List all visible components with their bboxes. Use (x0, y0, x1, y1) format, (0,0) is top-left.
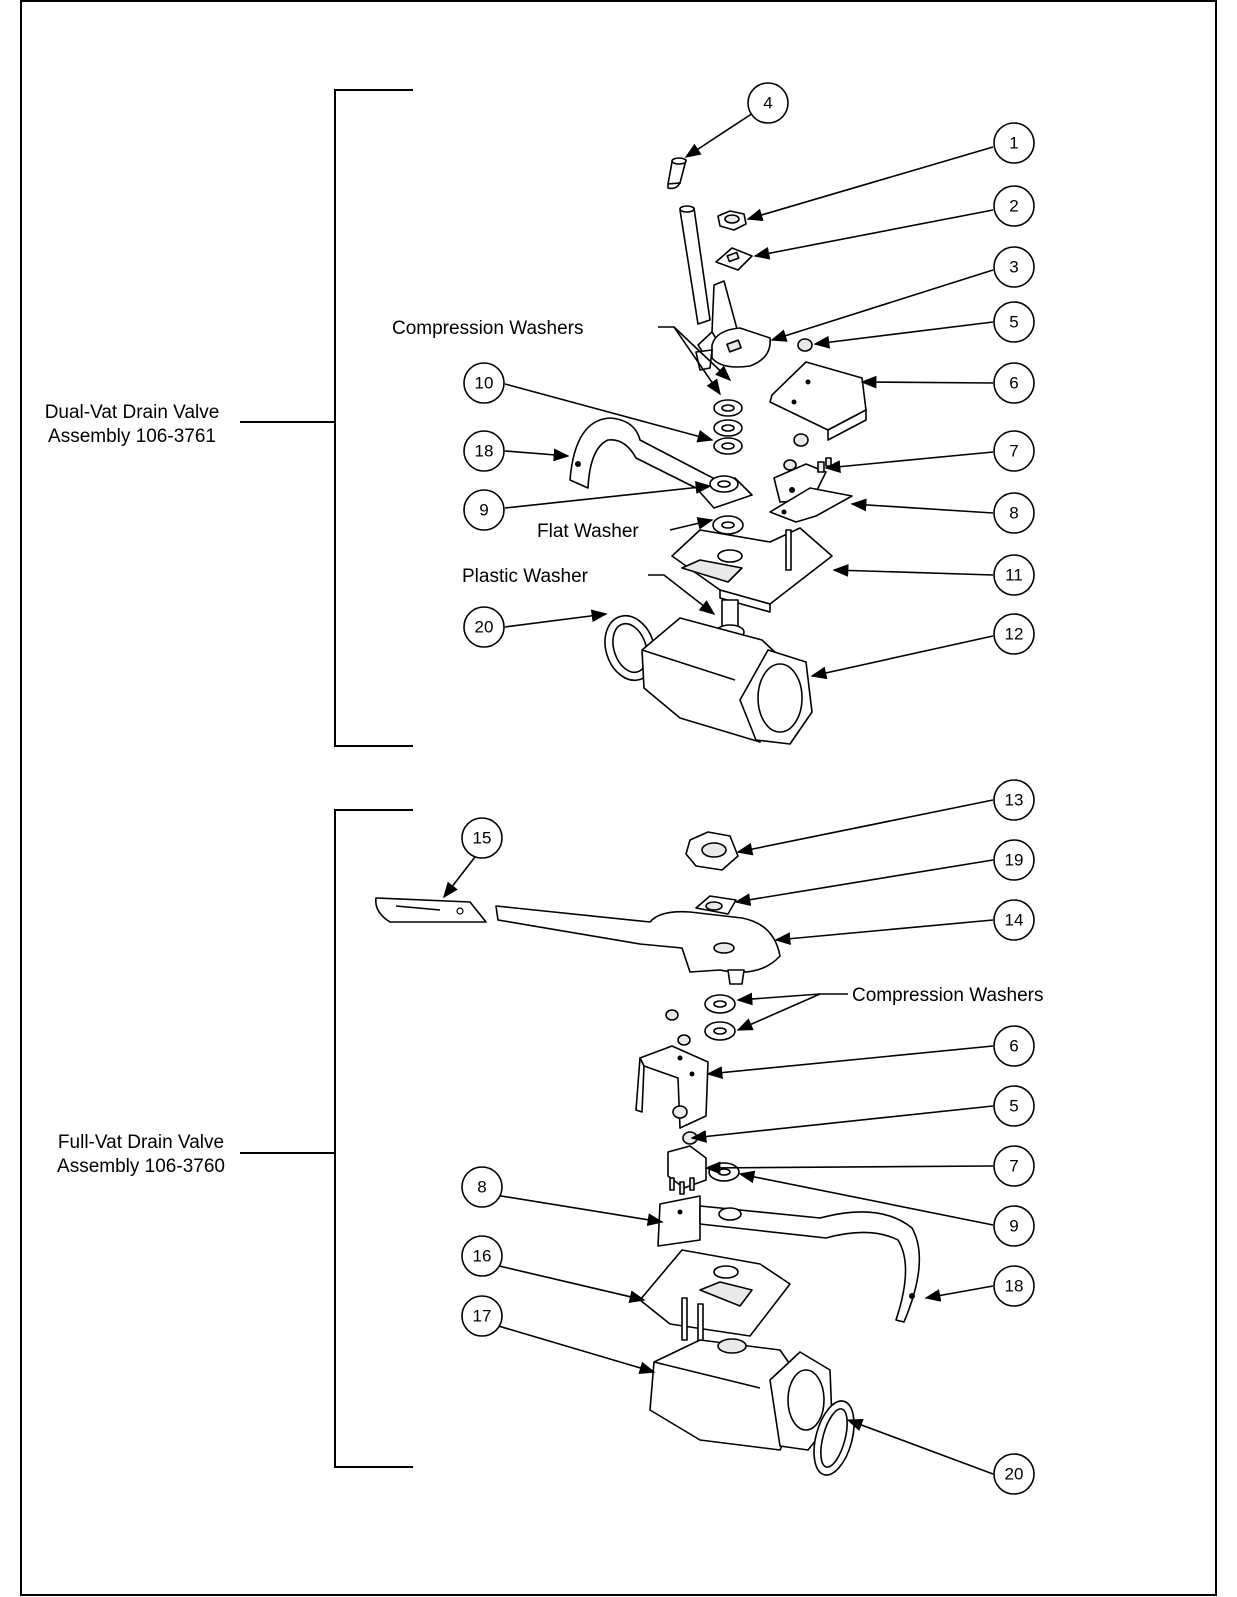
callout-label: 20 (475, 618, 494, 637)
leader-lines (443, 112, 994, 1475)
callout-label: 14 (1005, 911, 1024, 930)
compression-washers-part (713, 399, 743, 455)
callout-label: 1 (1009, 134, 1018, 153)
callout-label: 6 (1009, 374, 1018, 393)
callout-label: 5 (1009, 313, 1018, 332)
callout-label: 2 (1009, 197, 1018, 216)
handle-grip-part (667, 157, 687, 190)
bracket-full-vat (240, 809, 413, 1468)
annotation-plastic-washer: Plastic Washer (462, 566, 589, 587)
callout-label: 3 (1009, 258, 1018, 277)
callout-label: 9 (479, 501, 488, 520)
callout-label: 4 (763, 94, 772, 113)
nut-part (717, 210, 747, 231)
switch-cover-part (769, 361, 867, 441)
actuator-strap-part (657, 1195, 921, 1323)
callout-label: 10 (475, 374, 494, 393)
callout-label: 8 (1009, 504, 1018, 523)
callout-label: 9 (1009, 1217, 1018, 1236)
annotation-compression-washers-bottom: Compression Washers (852, 985, 1043, 1006)
assembly-label-dual-line1: Dual-Vat Drain Valve (45, 402, 220, 423)
washer-9-part (709, 475, 739, 493)
annotation-compression-washers-top: Compression Washers (392, 318, 583, 339)
callout-label: 11 (1005, 566, 1023, 585)
callout-label: 18 (1005, 1277, 1024, 1296)
washer-9-part (708, 1162, 740, 1182)
gasket-bottom-part (813, 1400, 855, 1476)
callout-label: 18 (475, 442, 494, 461)
mounting-bracket-part (671, 527, 833, 613)
dual-vat-parts (569, 157, 867, 745)
callouts-bottom: 13 15 19 14 6 5 7 8 9 16 18 17 20 (461, 779, 1035, 1495)
valve-body-part (649, 1338, 833, 1451)
switch-cover-part (635, 1045, 709, 1129)
callout-label: 5 (1009, 1097, 1018, 1116)
callout-label: 13 (1005, 791, 1024, 810)
callout-label: 16 (473, 1247, 492, 1266)
annotation-flat-washer: Flat Washer (537, 521, 639, 542)
full-vat-parts (374, 831, 921, 1476)
valve-body-part (641, 617, 813, 745)
callout-label: 19 (1005, 851, 1024, 870)
small-nut-part (783, 338, 813, 471)
callout-label: 17 (473, 1307, 492, 1326)
callout-label: 7 (1009, 1157, 1018, 1176)
compression-washers-part (665, 994, 736, 1046)
callout-label: 12 (1005, 625, 1024, 644)
flat-washer-part (712, 515, 744, 535)
micro-switch-part (667, 1145, 707, 1195)
assembly-label-full-line1: Full-Vat Drain Valve (58, 1132, 224, 1153)
callout-label: 7 (1009, 442, 1018, 461)
callout-label: 20 (1005, 1465, 1024, 1484)
lock-tab-part (695, 895, 737, 915)
mounting-bracket-part (639, 1249, 791, 1345)
hex-nut-part (685, 831, 739, 871)
switch-plate-part (769, 487, 853, 523)
callout-label: 8 (477, 1178, 486, 1197)
callout-label: 15 (473, 829, 492, 848)
assembly-label-dual-line2: Assembly 106-3761 (48, 426, 216, 447)
assembly-label-full-line2: Assembly 106-3760 (57, 1156, 225, 1177)
handle-grip-part (374, 897, 487, 923)
page-border (20, 0, 1217, 1596)
callouts-top: 4 1 2 3 5 6 10 18 7 9 8 11 20 12 (463, 82, 1035, 655)
lock-tab-part (715, 247, 753, 271)
bracket-dual-vat (240, 89, 413, 747)
long-handle-part (495, 905, 781, 985)
callout-label: 6 (1009, 1037, 1018, 1056)
